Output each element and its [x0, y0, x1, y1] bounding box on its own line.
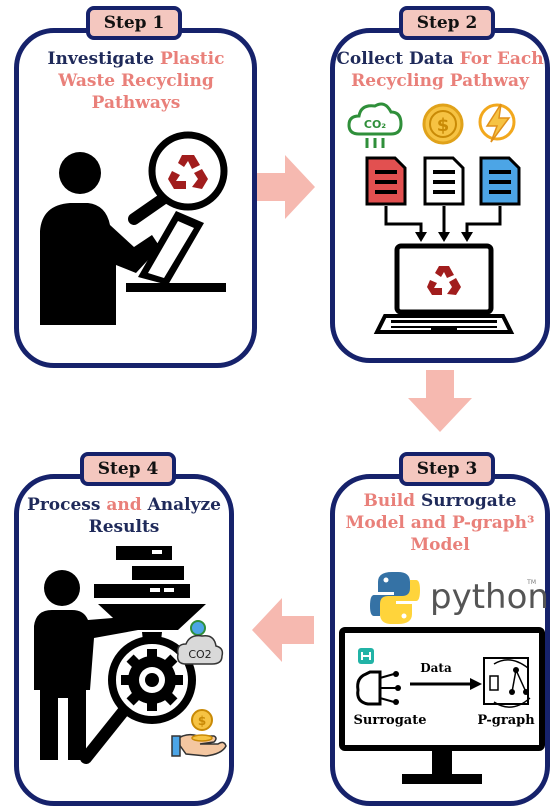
- energy-bolt-icon: [478, 103, 516, 143]
- step4-title: Process and Analyze Results: [24, 494, 224, 538]
- recycle-icon: [427, 266, 461, 295]
- analysis-illustration: CO2 $: [34, 546, 227, 764]
- step2-tab: Step 2: [399, 6, 495, 40]
- title-segment: Analyze Results: [88, 495, 221, 537]
- money-hand-icon: $: [171, 709, 227, 757]
- title-segment: Model and P-graph³ Model: [345, 513, 535, 555]
- title-segment: Plastic Waste Recycling Pathways: [58, 49, 225, 113]
- arrow-right-icon: [257, 155, 315, 219]
- title-segment: Process: [27, 495, 107, 515]
- title-segment: and: [106, 495, 148, 515]
- document-blue-icon: [479, 156, 521, 206]
- svg-text:python: python: [430, 577, 549, 617]
- investigator-illustration: [40, 131, 228, 325]
- step2-title: Collect Data For Each Recycling Pathway: [334, 48, 546, 92]
- step4-tab: Step 4: [80, 452, 176, 486]
- data-collection-illustration: CO₂ $: [347, 102, 521, 334]
- svg-text:CO2: CO2: [188, 648, 211, 661]
- svg-text:TM: TM: [526, 579, 536, 586]
- arrow-left-icon: [252, 598, 314, 662]
- coin-icon: $: [422, 103, 464, 145]
- svg-text:Data: Data: [420, 661, 452, 675]
- svg-text:CO₂: CO₂: [364, 118, 386, 131]
- document-red-icon: [365, 156, 407, 206]
- title-segment: Surrogate: [420, 491, 517, 511]
- pgraph-diagram-icon: [483, 657, 531, 708]
- step1-tab: Step 1: [86, 6, 182, 40]
- svg-text:$: $: [437, 115, 450, 136]
- arrow-down-icon: [408, 370, 472, 432]
- title-segment: For Each Recycling Pathway: [351, 49, 544, 91]
- svg-text:$: $: [198, 714, 206, 728]
- laptop-icon: [373, 243, 515, 334]
- neural-network-icon: [356, 670, 401, 706]
- title-segment: Investigate: [47, 49, 160, 69]
- svg-text:P-graph: P-graph: [477, 713, 535, 728]
- title-segment: Collect Data: [336, 49, 460, 69]
- recycle-icon: [168, 155, 208, 189]
- co2-cloud-icon: CO2: [176, 620, 224, 665]
- step3-tab: Step 3: [399, 452, 495, 486]
- python-logo: python TM: [370, 572, 549, 624]
- step1-title: Investigate Plastic Waste Recycling Path…: [30, 48, 242, 114]
- monitor-illustration: Data Surrogate P-graph: [339, 627, 545, 784]
- title-segment: Build: [363, 491, 421, 511]
- svg-text:Surrogate: Surrogate: [354, 713, 427, 728]
- co2-cloud-icon: CO₂: [347, 102, 403, 148]
- document-white-icon: [423, 156, 465, 206]
- step3-title: Build Surrogate Model and P-graph³ Model: [334, 490, 546, 556]
- gear-icon: [121, 649, 183, 711]
